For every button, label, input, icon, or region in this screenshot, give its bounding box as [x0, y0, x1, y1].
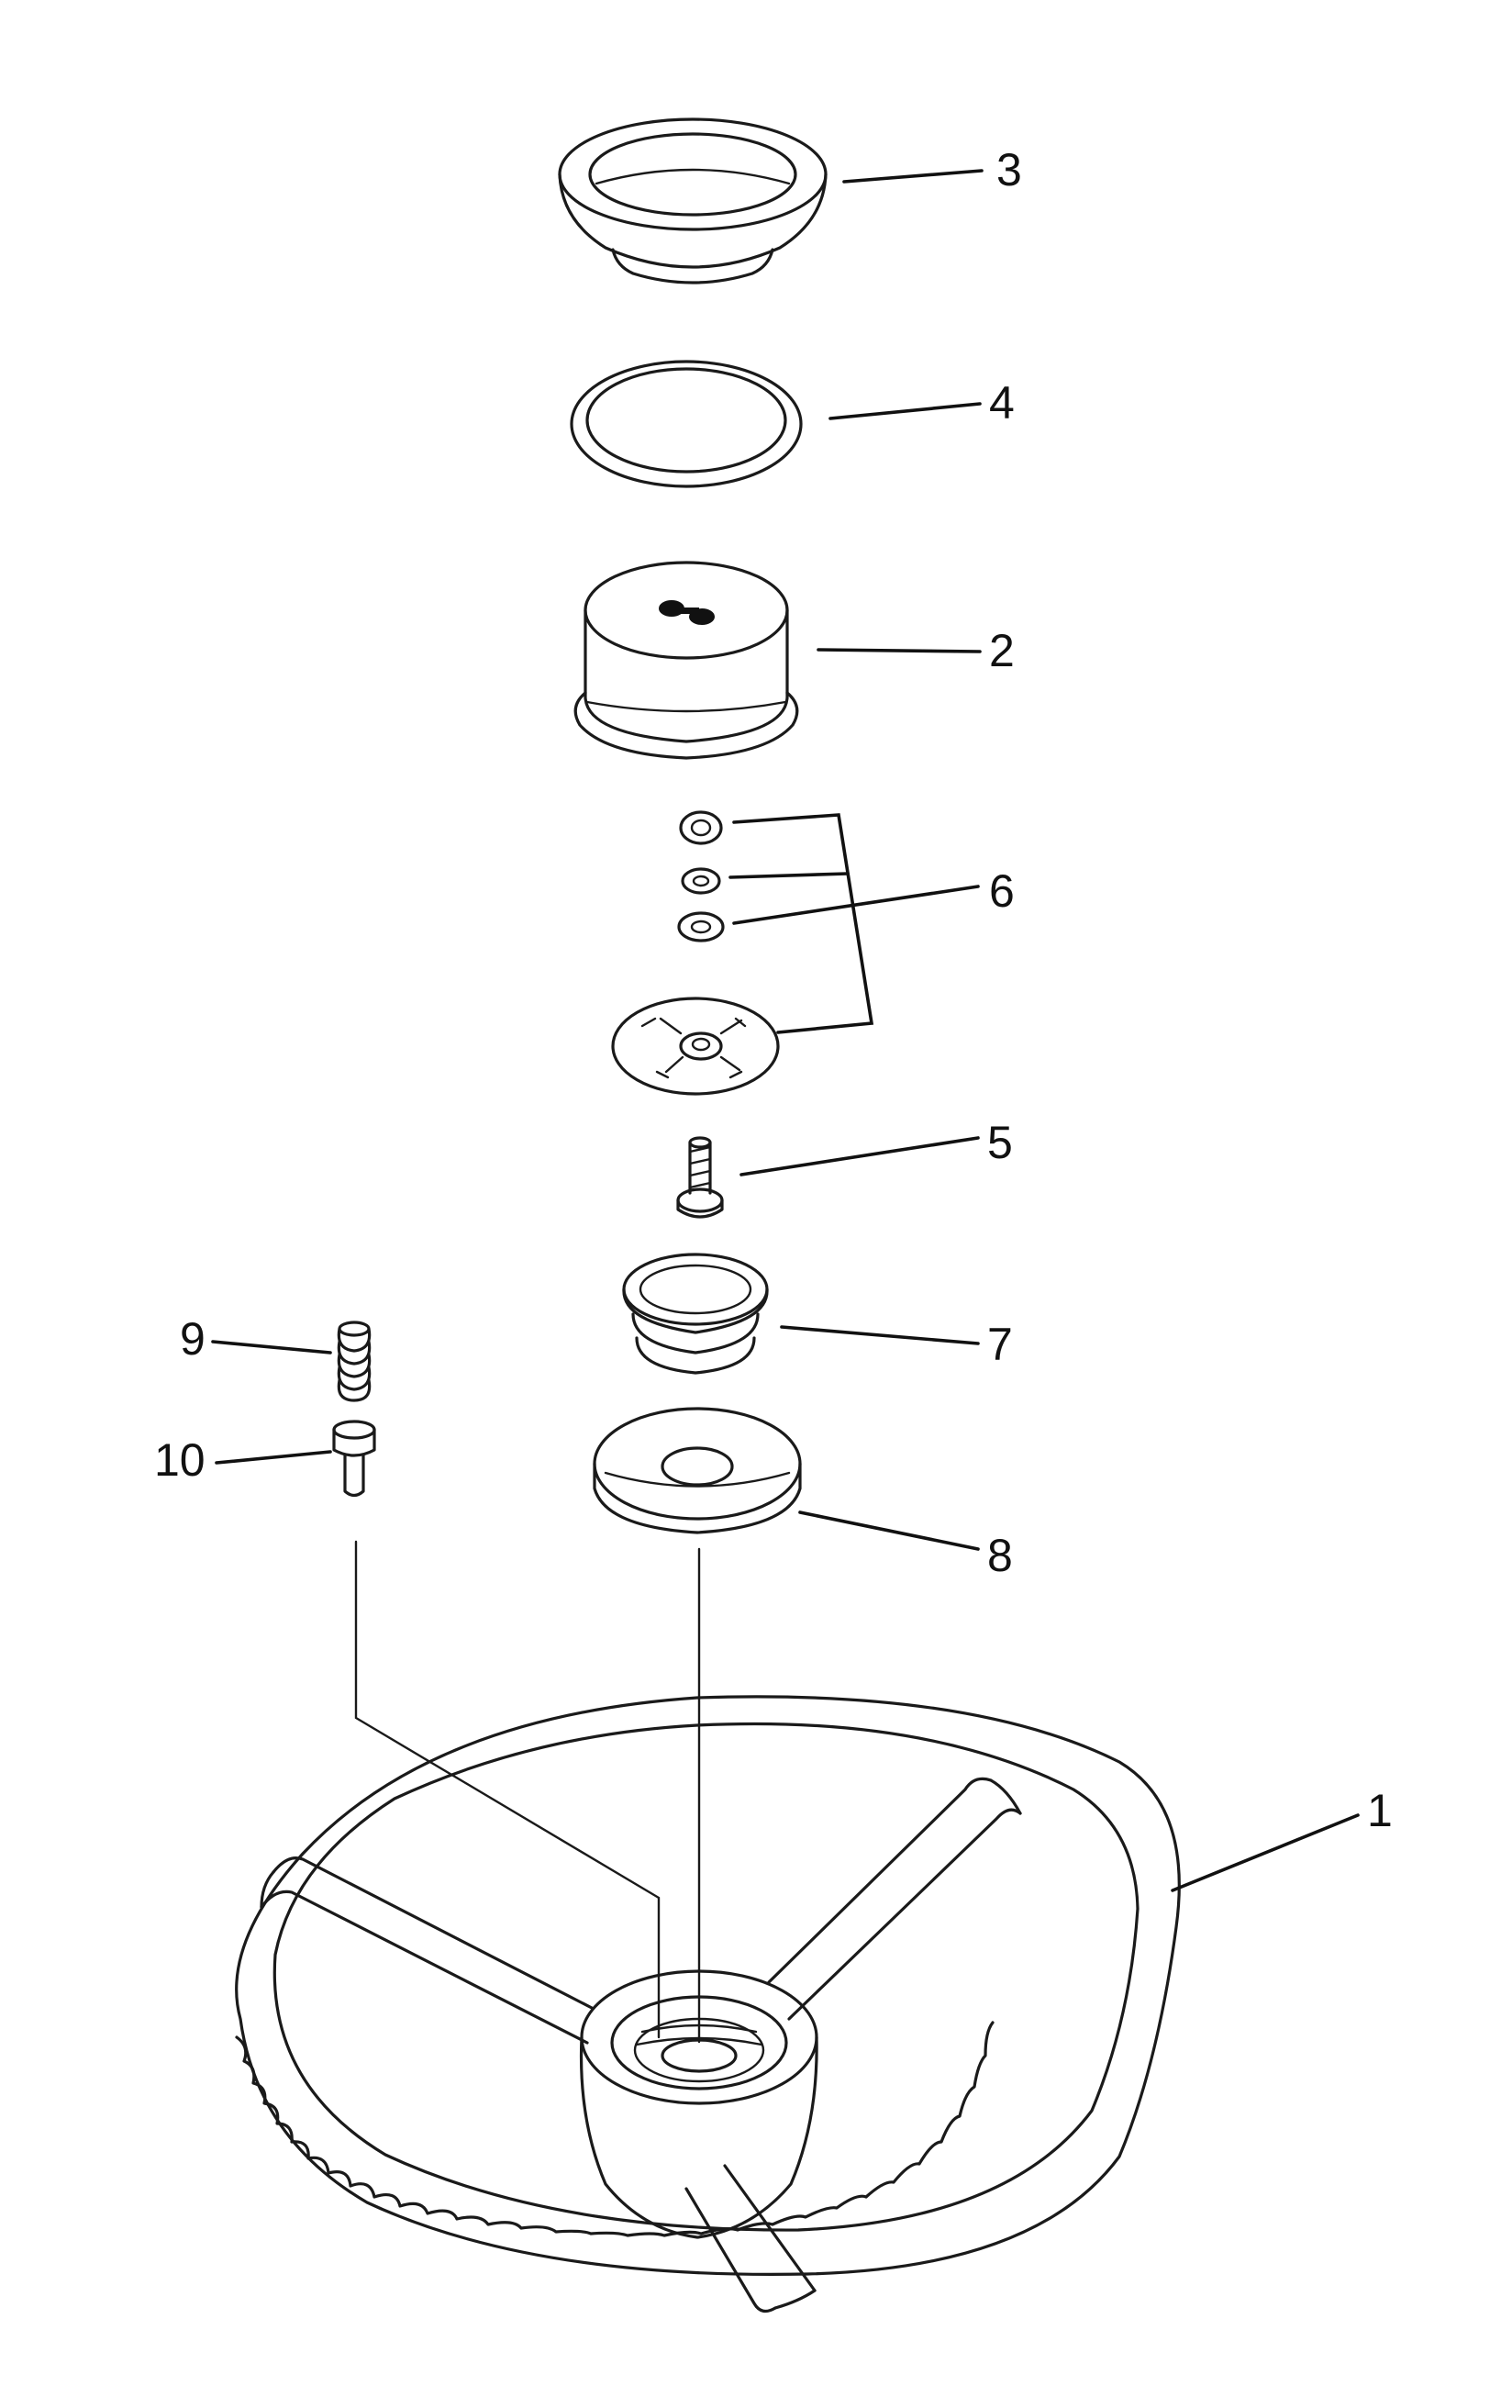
part-1-steering-wheel: [235, 1695, 1181, 2313]
callout-9: 9: [180, 1313, 206, 1365]
callout-labels: 3 4 2 6 5 7 8 1 9 10: [154, 144, 1393, 1836]
part-6-hardware-set: [611, 810, 780, 1096]
callout-6: 6: [989, 865, 1015, 917]
assembly-guide-lines: [354, 1540, 701, 2044]
part-10-pin: [332, 1420, 376, 1498]
callout-7: 7: [987, 1319, 1013, 1370]
part-4-o-ring: [570, 360, 803, 488]
part-2-horn-cap: [573, 561, 799, 760]
callout-5: 5: [987, 1117, 1013, 1168]
callout-2: 2: [989, 625, 1015, 676]
callout-4: 4: [989, 377, 1015, 429]
part-3-bezel-ring: [558, 117, 828, 284]
callout-8: 8: [987, 1530, 1013, 1581]
leader-lines: [211, 169, 1360, 1892]
logo-icon: [659, 600, 715, 625]
part-8-cushion: [593, 1407, 802, 1534]
part-7-spring: [622, 1253, 769, 1375]
callout-1: 1: [1367, 1785, 1393, 1836]
part-5-screw: [676, 1136, 724, 1219]
callout-3: 3: [996, 144, 1022, 195]
part-9-small-spring: [337, 1321, 372, 1402]
callout-10: 10: [154, 1434, 206, 1486]
